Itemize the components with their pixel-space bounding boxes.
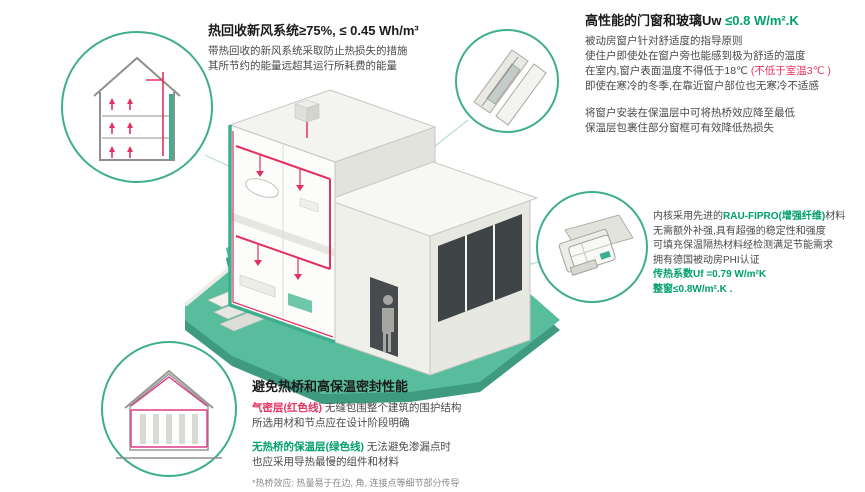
teal-cabinet — [288, 293, 312, 313]
glass-facade — [438, 214, 522, 322]
thermal-footnote: *热桥效应: 热量易于在边, 角, 连接点等细节部分传导 — [252, 478, 460, 488]
windows-body-line: 将窗户安装在保温层中可将热桥效应降至最低 — [585, 107, 795, 119]
ventilation-house-icon — [61, 31, 213, 183]
heat-recovery-section: 热回收新风系统≥75%, ≤ 0.45 Wh/m³ 带热回收的新风系统采取防止热… — [208, 22, 476, 74]
rau-fipro-label: RAU-FIPRO(增强纤维) — [723, 211, 826, 222]
thermal-body-line: 也应采用导热最慢的组件和材料 — [252, 456, 399, 468]
insulation-layer-label: 无热桥的保温层(绿色线) — [252, 441, 364, 453]
thermal-body-line: 气密层(红色线) 无缝包围整个建筑的围护结构 — [252, 402, 462, 414]
windows-body-line: 即使在寒冷的冬季,在靠近窗户部位也无寒冷不适感 — [585, 80, 819, 92]
duct-arrows — [254, 171, 304, 280]
thermal-bridge-title: 避免热桥和高保温密封性能 — [252, 379, 409, 394]
windows-body-line: 保温层包裹住部分窗框可有效降低热损失 — [585, 122, 774, 134]
thermal-bridge-callout-circle — [100, 340, 238, 478]
vertical-wall-bars — [140, 414, 198, 444]
heat-recovery-body-line: 带热回收的新风系统采取防止热损失的措施 — [208, 45, 408, 57]
uw-value: 整窗≤0.8W/m².K . — [653, 283, 733, 295]
thermal-body-line: 所选用材和节点应在设计阶段明确 — [252, 417, 410, 429]
windows-body-line: 被动房窗户针对舒适度的指导原则 — [585, 35, 743, 47]
thermal-bridge-house-icon — [101, 341, 237, 477]
bathtub — [245, 178, 279, 198]
profile-line: 无需额外补强,具有超强的稳定性和强度 — [653, 225, 826, 237]
ventilation-ducts — [235, 122, 331, 274]
thermal-bridge-section: 避免热桥和高保温密封性能 气密层(红色线) 无缝包围整个建筑的围护结构 所选用材… — [252, 378, 592, 489]
windows-body-line: 在室内,窗户表面温度不得低于18℃ (不低于室温3℃ ) — [585, 65, 831, 77]
profile-section: 内核采用先进的RAU-FIPRO(增强纤维)材料 无需额外补强,具有超强的稳定性… — [653, 210, 863, 297]
windows-body-line: 使住户即使处在窗户旁也能感到极为舒适的温度 — [585, 50, 806, 62]
window-profile-icon — [536, 191, 648, 303]
windows-temp-note: (不低于室温3℃ ) — [750, 65, 831, 77]
airtight-magenta-lines — [130, 376, 208, 448]
windows-title-green: ≤0.8 W/m².K — [725, 13, 799, 28]
windows-title: 高性能的门窗和玻璃Uw ≤0.8 W/m².K — [585, 12, 863, 29]
heat-recovery-title: 热回收新风系统≥75%, ≤ 0.45 Wh/m³ — [208, 23, 419, 38]
rooftop-unit — [294, 99, 320, 123]
windows-title-black: 高性能的门窗和玻璃Uw — [585, 13, 726, 28]
ventilation-callout-circle — [60, 30, 214, 184]
airflow-arrows — [109, 98, 133, 158]
uf-value: 传热系数Uf =0.79 W/m²K — [653, 269, 767, 280]
airtight-layer-label: 气密层(红色线) — [252, 402, 322, 414]
window-corner-icon — [455, 29, 559, 133]
person-figure — [382, 295, 394, 352]
window-profile-callout-circle — [535, 190, 649, 304]
windows-section: 高性能的门窗和玻璃Uw ≤0.8 W/m².K 被动房窗户针对舒适度的指导原则 … — [585, 12, 863, 136]
house-cutaway — [228, 89, 538, 376]
profile-line: 拥有德国被动房PHI认证 — [653, 254, 760, 266]
window-corner-callout-circle — [454, 28, 560, 134]
cutaway-interior — [229, 124, 336, 343]
insulation-layer-lines — [228, 125, 336, 344]
profile-line: 可填充保温隔热材料经检测满足节能需求 — [653, 240, 833, 251]
heat-recovery-body-line: 其所节约的能量远超其运行所耗费的能量 — [208, 60, 397, 72]
thermal-body-line: 无热桥的保温层(绿色线) 无法避免渗漏点时 — [252, 441, 451, 453]
kitchen-counter — [239, 274, 276, 298]
profile-line: 内核采用先进的RAU-FIPRO(增强纤维)材料 — [653, 211, 846, 222]
